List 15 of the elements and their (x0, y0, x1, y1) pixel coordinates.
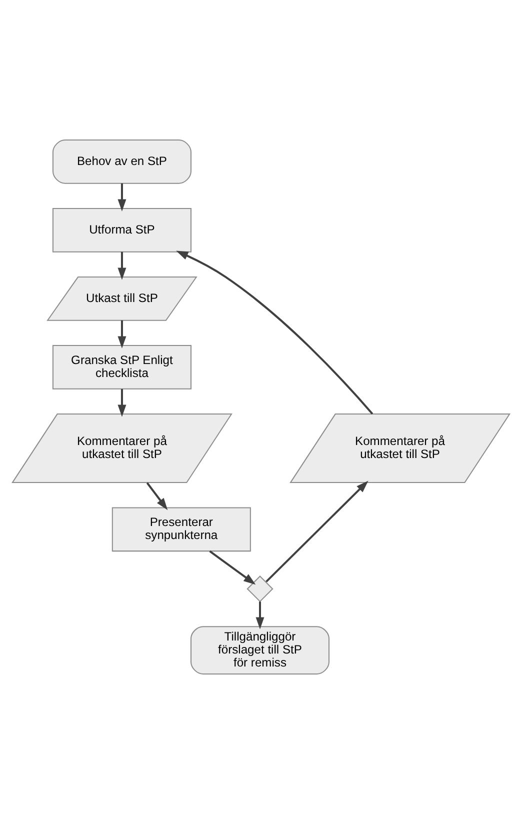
node-box: Granska StP Enligt checklista (52, 345, 192, 390)
arrow (118, 252, 126, 280)
arrow (256, 602, 264, 630)
node-box: Tillgängliggör förslaget till StP för remiss (190, 626, 330, 674)
arrow (118, 320, 126, 348)
arrow (118, 388, 126, 417)
arrow (176, 250, 374, 415)
arrow (266, 480, 368, 582)
arrow (118, 183, 126, 212)
node-diamond (246, 576, 274, 602)
node-box: Presenterar synpunkterna (112, 507, 251, 552)
arrow (146, 482, 168, 510)
node-box: Behov av en StP (52, 140, 192, 184)
node-box: Utforma StP (52, 208, 192, 252)
arrow (209, 550, 256, 585)
